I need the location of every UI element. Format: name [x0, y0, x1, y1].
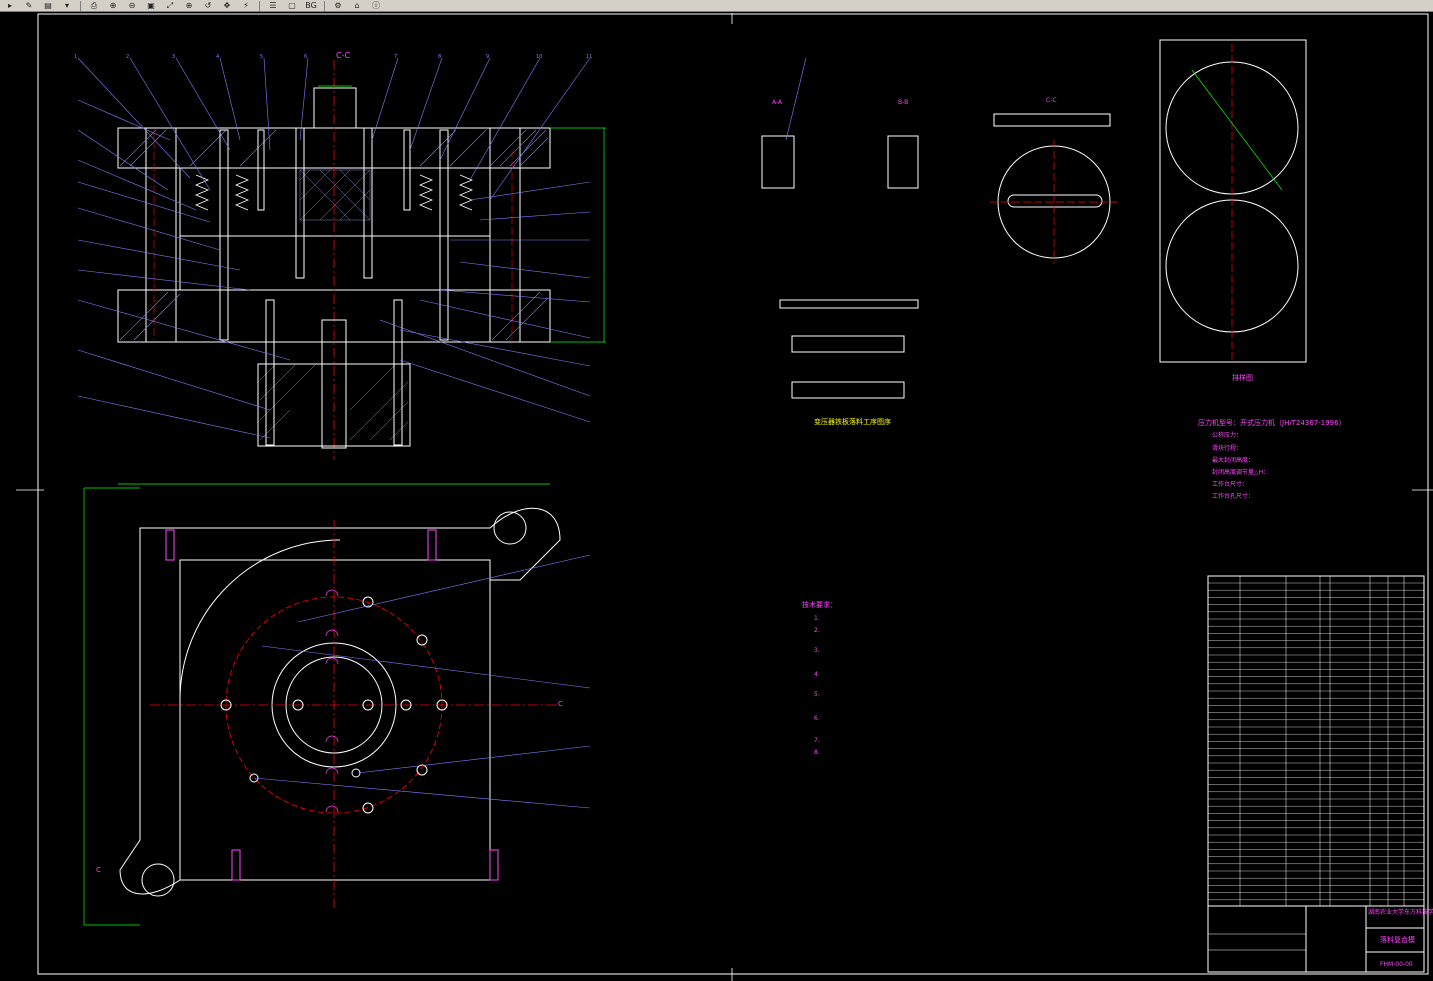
- open-icon[interactable]: ▤: [44, 1, 52, 10]
- zoom-window-icon[interactable]: ▣: [147, 1, 155, 10]
- tech-req-1: 1.: [814, 615, 820, 622]
- zoom-in-icon[interactable]: ⊕: [185, 1, 193, 10]
- press-spec-4: 封闭高度调节量△H：: [1212, 468, 1269, 476]
- section-c-right: C: [558, 700, 563, 708]
- svg-text:3: 3: [172, 54, 175, 60]
- toolbar-separator: [324, 0, 325, 11]
- press-spec-title: 压力机型号：开式压力机（JH/T24367-1996）: [1198, 418, 1346, 427]
- drawing-border: [37, 13, 1429, 975]
- tech-req-7: 7.: [814, 737, 820, 744]
- leaders-upper: [77, 57, 591, 439]
- svg-text:6: 6: [304, 54, 307, 60]
- tech-req-6: 6.: [814, 715, 820, 722]
- main-toolbar: ▸ ✎ ▤ ▾ ⎙ ⊕ ⊖ ▣ ⤢ ⊕ ↺ ✥ ⚡ ☰ ▢ BG ⚙ ⌂ ⓘ: [0, 0, 1433, 12]
- tech-requirements-block: 技术要求： 1. 2. 3. 4. 5. 6. 7. 8.: [802, 600, 837, 756]
- detail-b-label: B-B: [898, 99, 908, 106]
- pan-icon[interactable]: ✥: [223, 1, 231, 10]
- tech-req-5: 5.: [814, 691, 820, 698]
- title-block-school: 湖南农业大学东方科技学院: [1368, 908, 1433, 916]
- svg-text:8: 8: [438, 54, 441, 60]
- view-icon[interactable]: ▢: [288, 1, 296, 10]
- blank-layout-title: 排样图: [1232, 373, 1253, 382]
- tech-req-title: 技术要求：: [802, 600, 837, 609]
- press-spec-2: 滑块行程：: [1212, 444, 1242, 452]
- zoom-extents-icon[interactable]: ⤢: [166, 0, 174, 10]
- svg-text:5: 5: [260, 54, 263, 60]
- detail-a-label: A-A: [772, 99, 783, 106]
- tech-req-4: 4.: [814, 671, 820, 678]
- press-spec-block: 压力机型号：开式压力机（JH/T24367-1996） 公称压力： 滑块行程： …: [1198, 418, 1346, 500]
- svg-text:9: 9: [486, 54, 489, 60]
- toolbar-separator: [80, 0, 81, 11]
- layers-icon[interactable]: ☰: [269, 1, 277, 10]
- section-c-left: C: [96, 866, 101, 874]
- svg-text:11: 11: [586, 54, 592, 60]
- press-spec-6: 工作台孔尺寸：: [1212, 492, 1254, 500]
- die-plan-view: C C: [83, 483, 591, 926]
- process-title: 变压器铁板落料工序图序: [814, 417, 891, 426]
- tech-req-8: 8.: [814, 749, 820, 756]
- svg-text:7: 7: [394, 54, 397, 60]
- regen-icon[interactable]: ⚡: [243, 1, 249, 10]
- parts-list: [1207, 575, 1425, 973]
- bg-label[interactable]: BG: [305, 1, 317, 10]
- detail-views: A-A B-B 变压器铁板落料工序图序 C-C 排样图: [761, 39, 1307, 426]
- tech-req-3: 3.: [814, 647, 820, 654]
- title-block-code: FHM-00-00: [1380, 961, 1413, 968]
- section-label: C-C: [336, 51, 350, 60]
- tech-req-2: 2.: [814, 627, 820, 634]
- tool-icon[interactable]: ✎: [25, 1, 33, 10]
- drawing-canvas[interactable]: C-C: [0, 13, 1433, 981]
- home-icon[interactable]: ⌂: [354, 1, 360, 10]
- die-section-view: C-C: [74, 51, 606, 460]
- crosshair: [16, 13, 1433, 981]
- detail-cc-label: C-C: [1046, 97, 1057, 104]
- toolbar-separator: [259, 0, 260, 11]
- zoom-realtime-icon[interactable]: ⊕: [109, 1, 117, 10]
- info-icon[interactable]: ⓘ: [372, 1, 380, 10]
- dropdown-icon[interactable]: ▾: [64, 1, 69, 10]
- press-spec-3: 最大封闭高度：: [1212, 456, 1254, 464]
- title-block: 湖南农业大学东方科技学院 落料复合模 FHM-00-00: [1208, 905, 1433, 972]
- svg-text:10: 10: [536, 54, 542, 60]
- app-menu-icon[interactable]: ▸: [7, 1, 12, 10]
- print-icon[interactable]: ⎙: [90, 0, 98, 10]
- svg-text:1: 1: [74, 54, 77, 60]
- title-block-name: 落料复合模: [1380, 935, 1415, 944]
- press-spec-1: 公称压力：: [1212, 431, 1242, 439]
- press-spec-5: 工作台尺寸：: [1212, 480, 1248, 488]
- zoom-out-icon[interactable]: ⊖: [128, 1, 136, 10]
- zoom-previous-icon[interactable]: ↺: [204, 1, 212, 10]
- svg-text:2: 2: [126, 54, 129, 60]
- svg-text:4: 4: [216, 54, 219, 60]
- properties-icon[interactable]: ⚙: [334, 1, 342, 10]
